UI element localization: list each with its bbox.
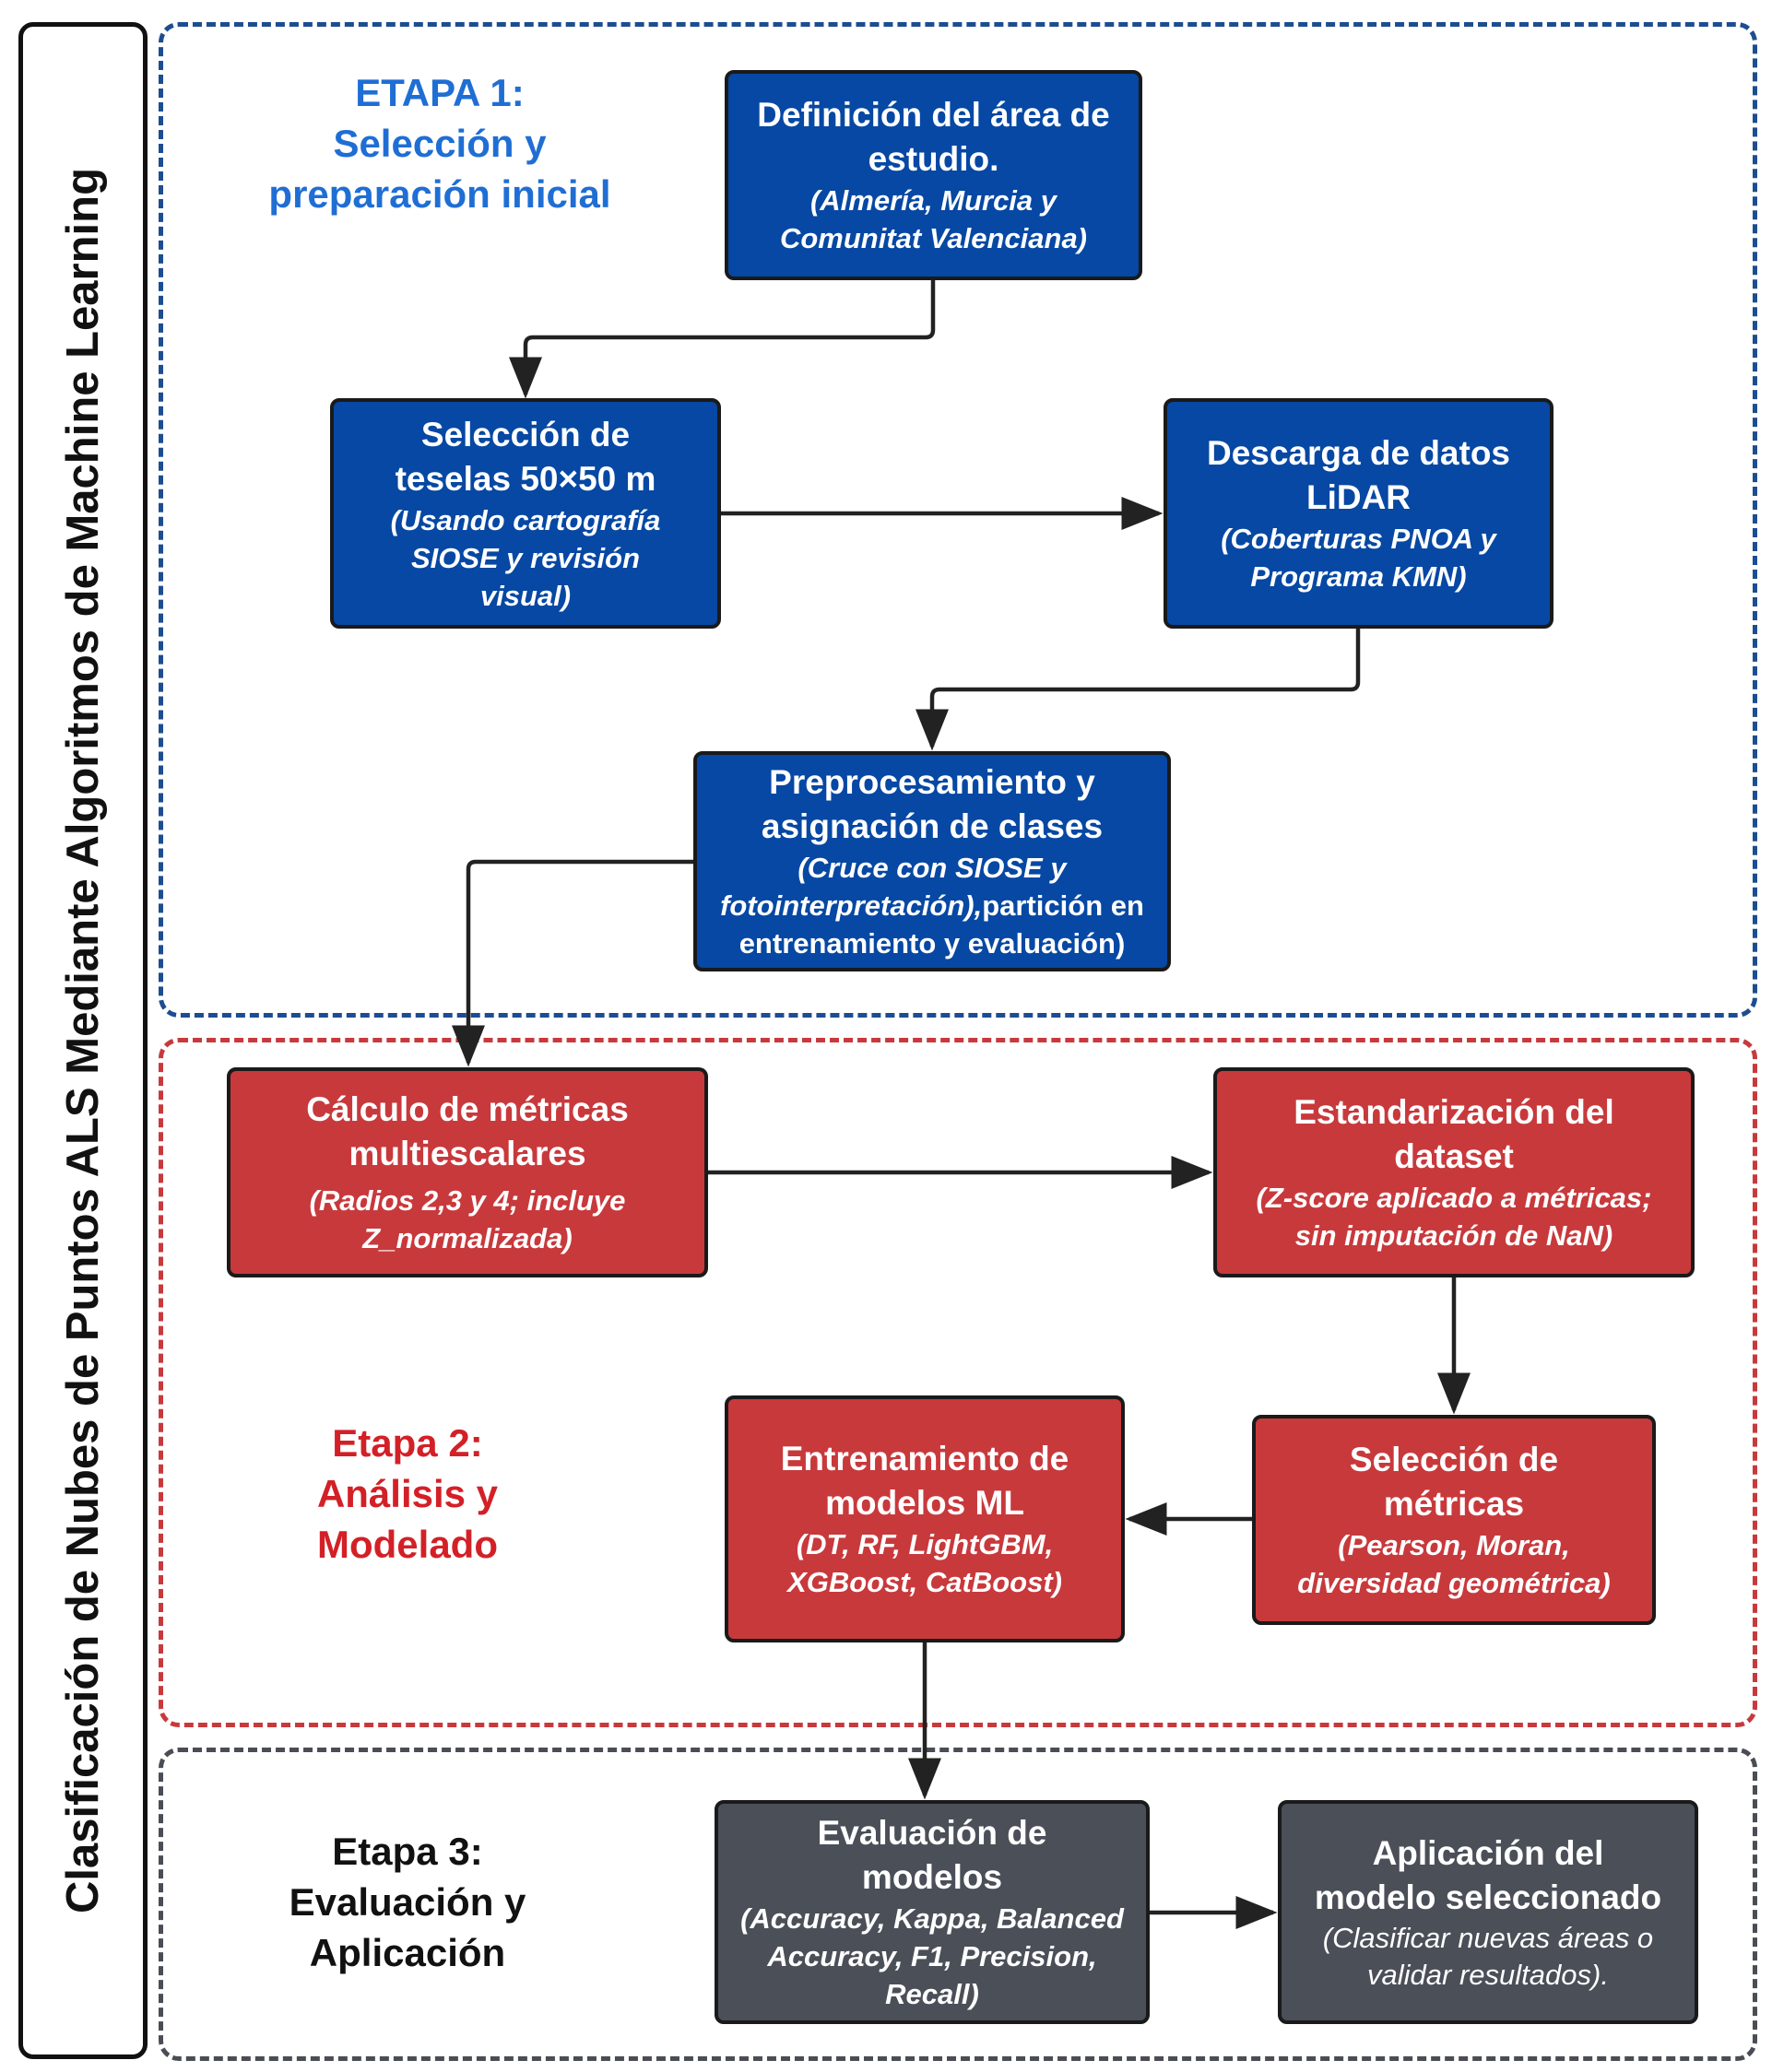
box-seleccion-metricas: Selección de métricas (Pearson, Moran, d… [1252, 1415, 1656, 1625]
stage-1-label: ETAPA 1: Selección y preparación inicial [223, 65, 656, 221]
box-sub-line: validar resultados). [1367, 1958, 1609, 1991]
title-frame [18, 22, 148, 2059]
box-sub-line: visual) [479, 579, 572, 612]
box-calculo-metricas: Cálculo de métricas multiescalares (Radi… [227, 1067, 708, 1277]
box-title-line: LiDAR [1305, 478, 1412, 516]
box-sub-line: (Pearson, Moran, [1338, 1529, 1570, 1561]
arrow-area-to-teselas [509, 280, 936, 399]
stage-1-container [159, 22, 1757, 1018]
box-sub-line: Accuracy, F1, Precision, [767, 1940, 1097, 1972]
stage-2-label-line: Etapa 2: [332, 1420, 483, 1465]
box-title-line: teselas 50×50 m [395, 459, 656, 498]
box-title-line: estudio. [868, 140, 999, 178]
box-title-line: Preprocesamiento y [769, 763, 1095, 801]
box-sub-line: (Coberturas PNOA y [1221, 523, 1496, 555]
box-title-line: multiescalares [348, 1135, 586, 1172]
box-sub-line: (Accuracy, Kappa, Balanced [740, 1902, 1124, 1935]
box-evaluacion-modelos: Evaluación de modelos (Accuracy, Kappa, … [715, 1800, 1150, 2024]
box-aplicacion-modelo: Aplicación del modelo seleccionado (Clas… [1278, 1800, 1698, 2024]
box-descarga-lidar: Descarga de datos LiDAR (Coberturas PNOA… [1164, 398, 1553, 629]
box-sub-line: Z_normalizada) [362, 1222, 573, 1254]
box-sub-line: (Usando cartografía [390, 503, 661, 536]
box-title-line: dataset [1394, 1137, 1514, 1175]
box-title-line: Estandarización del [1294, 1093, 1614, 1131]
box-sub-line: (Radios 2,3 y 4; incluye [309, 1184, 626, 1217]
stage-3-label-line: Evaluación y [289, 1879, 526, 1924]
stage-1-label-line: preparación inicial [268, 171, 611, 216]
box-sub-line: Programa KMN) [1250, 560, 1467, 593]
stage-2-label-line: Modelado [317, 1522, 498, 1566]
box-sub-line: Comunitat Valenciana) [779, 222, 1088, 254]
box-title-line: asignación de clases [761, 807, 1104, 845]
stage-3-container [159, 1748, 1757, 2061]
box-title-line: Definición del área de [757, 96, 1110, 134]
stage-2-container [159, 1038, 1757, 1727]
box-sub-normal-part: partición en [982, 889, 1144, 922]
box-sub-line: XGBoost, CatBoost) [787, 1566, 1062, 1598]
stage-3-label: Etapa 3: Evaluación y Aplicación [242, 1823, 573, 1980]
box-sub-line: (DT, RF, LightGBM, [796, 1528, 1054, 1560]
box-estandarizacion: Estandarización del dataset (Z-score apl… [1213, 1067, 1695, 1277]
box-title-line: Selección de [420, 415, 631, 453]
stage-3-label-line: Etapa 3: [332, 1829, 483, 1873]
box-title-line: Cálculo de métricas [306, 1090, 629, 1128]
box-title-line: modelos ML [825, 1484, 1024, 1522]
box-sub-line: diversidad geométrica) [1297, 1567, 1611, 1599]
box-title-line: modelo seleccionado [1314, 1878, 1662, 1916]
box-sub-line: SIOSE y revisión [410, 541, 641, 574]
box-sub-italic-part: fotointerpretación), [720, 889, 983, 922]
box-title-line: Evaluación de [817, 1814, 1047, 1852]
box-seleccion-teselas: Selección de teselas 50×50 m (Usando car… [330, 398, 721, 629]
arrow-lidar-to-preproc [916, 629, 1361, 751]
box-entrenamiento-modelos: Entrenamiento de modelos ML (DT, RF, Lig… [725, 1395, 1125, 1642]
box-sub-line: (Clasificar nuevas áreas o [1322, 1921, 1654, 1954]
box-sub-line: Recall) [885, 1978, 979, 2010]
box-sub-line: (Cruce con SIOSE y [797, 852, 1067, 884]
box-title-line: Descarga de datos [1206, 434, 1511, 472]
box-title-line: Selección de [1349, 1441, 1559, 1478]
stage-2-label-line: Análisis y [316, 1471, 499, 1515]
stage-1-label-line: Selección y [333, 121, 547, 165]
box-title-line: modelos [861, 1858, 1003, 1896]
box-preprocesamiento: Preprocesamiento y asignación de clases … [693, 751, 1171, 971]
box-title-line: Aplicación del [1372, 1833, 1604, 1872]
box-title-line: Entrenamiento de [780, 1440, 1069, 1477]
stage-3-label-line: Aplicación [309, 1930, 506, 1974]
stage-1-label-line: ETAPA 1: [355, 70, 525, 114]
box-sub-line: fotointerpretación),partición en [720, 887, 1144, 924]
box-definicion-area: Definición del área de estudio. (Almería… [725, 70, 1142, 280]
box-sub-line: sin imputación de NaN) [1294, 1219, 1613, 1252]
arrow-preproc-to-metricas [452, 859, 693, 1067]
box-sub-line: (Almería, Murcia y [809, 184, 1057, 217]
box-title-line: métricas [1383, 1485, 1525, 1523]
stage-2-label: Etapa 2: Análisis y Modelado [251, 1415, 564, 1572]
box-sub-line: entrenamiento y evaluación) [738, 927, 1126, 959]
box-sub-line: (Z-score aplicado a métricas; [1256, 1182, 1652, 1214]
